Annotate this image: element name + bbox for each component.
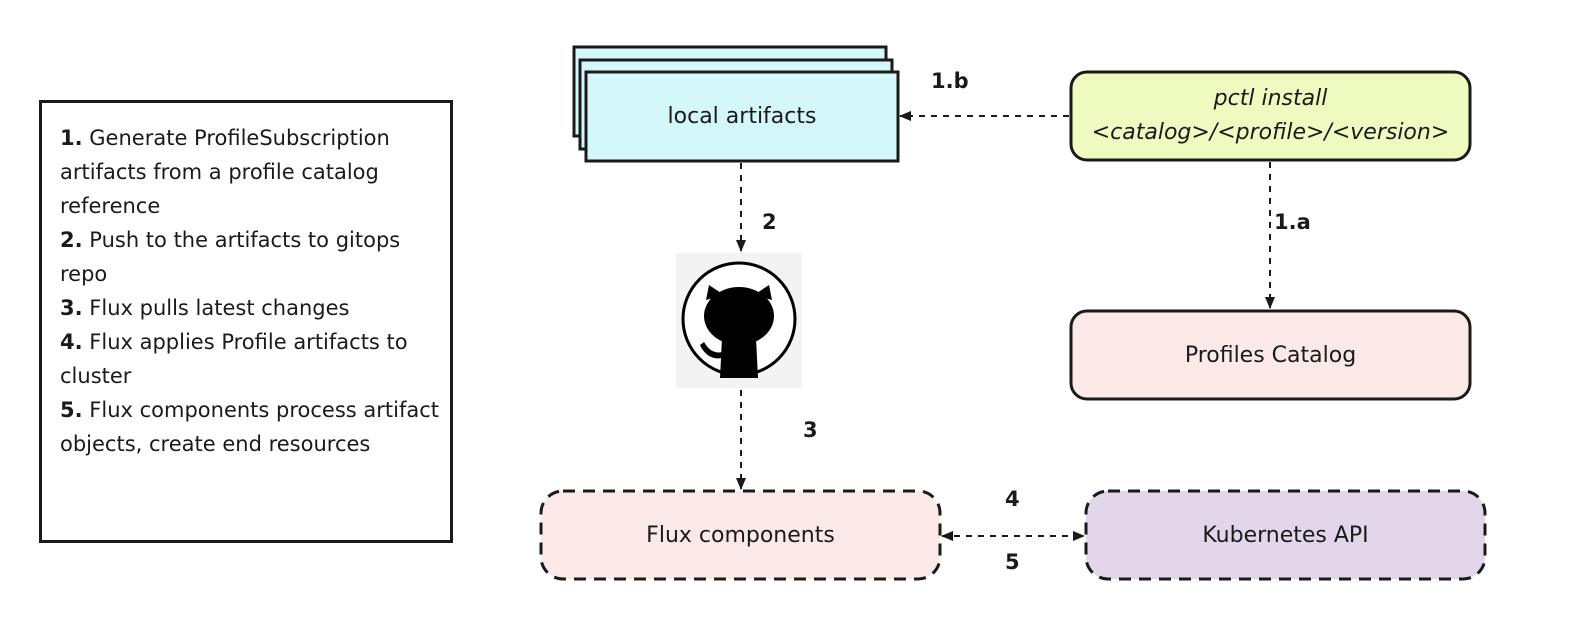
legend-item: 5. Flux components process artifact obje… [60,393,440,461]
legend-item-text: Flux applies Profile artifacts to cluste… [60,330,408,388]
legend-item: 1. Generate ProfileSubscription artifact… [60,121,440,223]
legend-item: 3. Flux pulls latest changes [60,291,440,325]
flux-components-box [539,489,942,581]
pctl-install-command: pctl install <catalog>/<profile>/<versio… [1071,72,1470,160]
legend-item: 4. Flux applies Profile artifacts to clu… [60,325,440,393]
legend-item-text: Flux components process artifact objects… [60,398,440,456]
kubernetes-api-box [1084,489,1487,581]
legend-item-text: Flux pulls latest changes [89,296,350,320]
legend-item-text: Generate ProfileSubscription artifacts f… [60,126,390,218]
kubernetes-api-label: Kubernetes API [1202,522,1369,548]
step-label-2: 2 [762,210,777,234]
legend-item-text: Push to the artifacts to gitops repo [60,228,401,286]
profiles-catalog-label: Profiles Catalog [1184,342,1357,368]
legend-item: 2. Push to the artifacts to gitops repo [60,223,440,291]
pctl-install-box [1069,70,1472,162]
step-label-3: 3 [803,418,818,442]
legend-item-number: 3. [60,296,83,320]
local-artifacts-front-sheet [584,70,900,163]
flux-components-label: Flux components [646,522,835,548]
step-label-1a: 1.a [1274,210,1311,234]
step-label-4: 4 [1005,487,1020,511]
github-octocat-icon [676,253,802,388]
legend-item-number: 2. [60,228,83,252]
legend-list: 1. Generate ProfileSubscription artifact… [60,121,440,461]
pctl-command-line-1: pctl install [1213,86,1328,111]
pctl-command-line-2: <catalog>/<profile>/<version> [1091,120,1450,145]
legend-item-number: 1. [60,126,83,150]
local-artifacts-label: local artifacts [667,104,817,129]
step-label-1b: 1.b [931,69,969,93]
profiles-catalog-box [1069,309,1472,401]
step-label-5: 5 [1005,550,1020,574]
legend-item-number: 5. [60,398,83,422]
legend-box: 1. Generate ProfileSubscription artifact… [39,100,453,543]
legend-item-number: 4. [60,330,83,354]
local-artifacts-stack [572,45,900,163]
